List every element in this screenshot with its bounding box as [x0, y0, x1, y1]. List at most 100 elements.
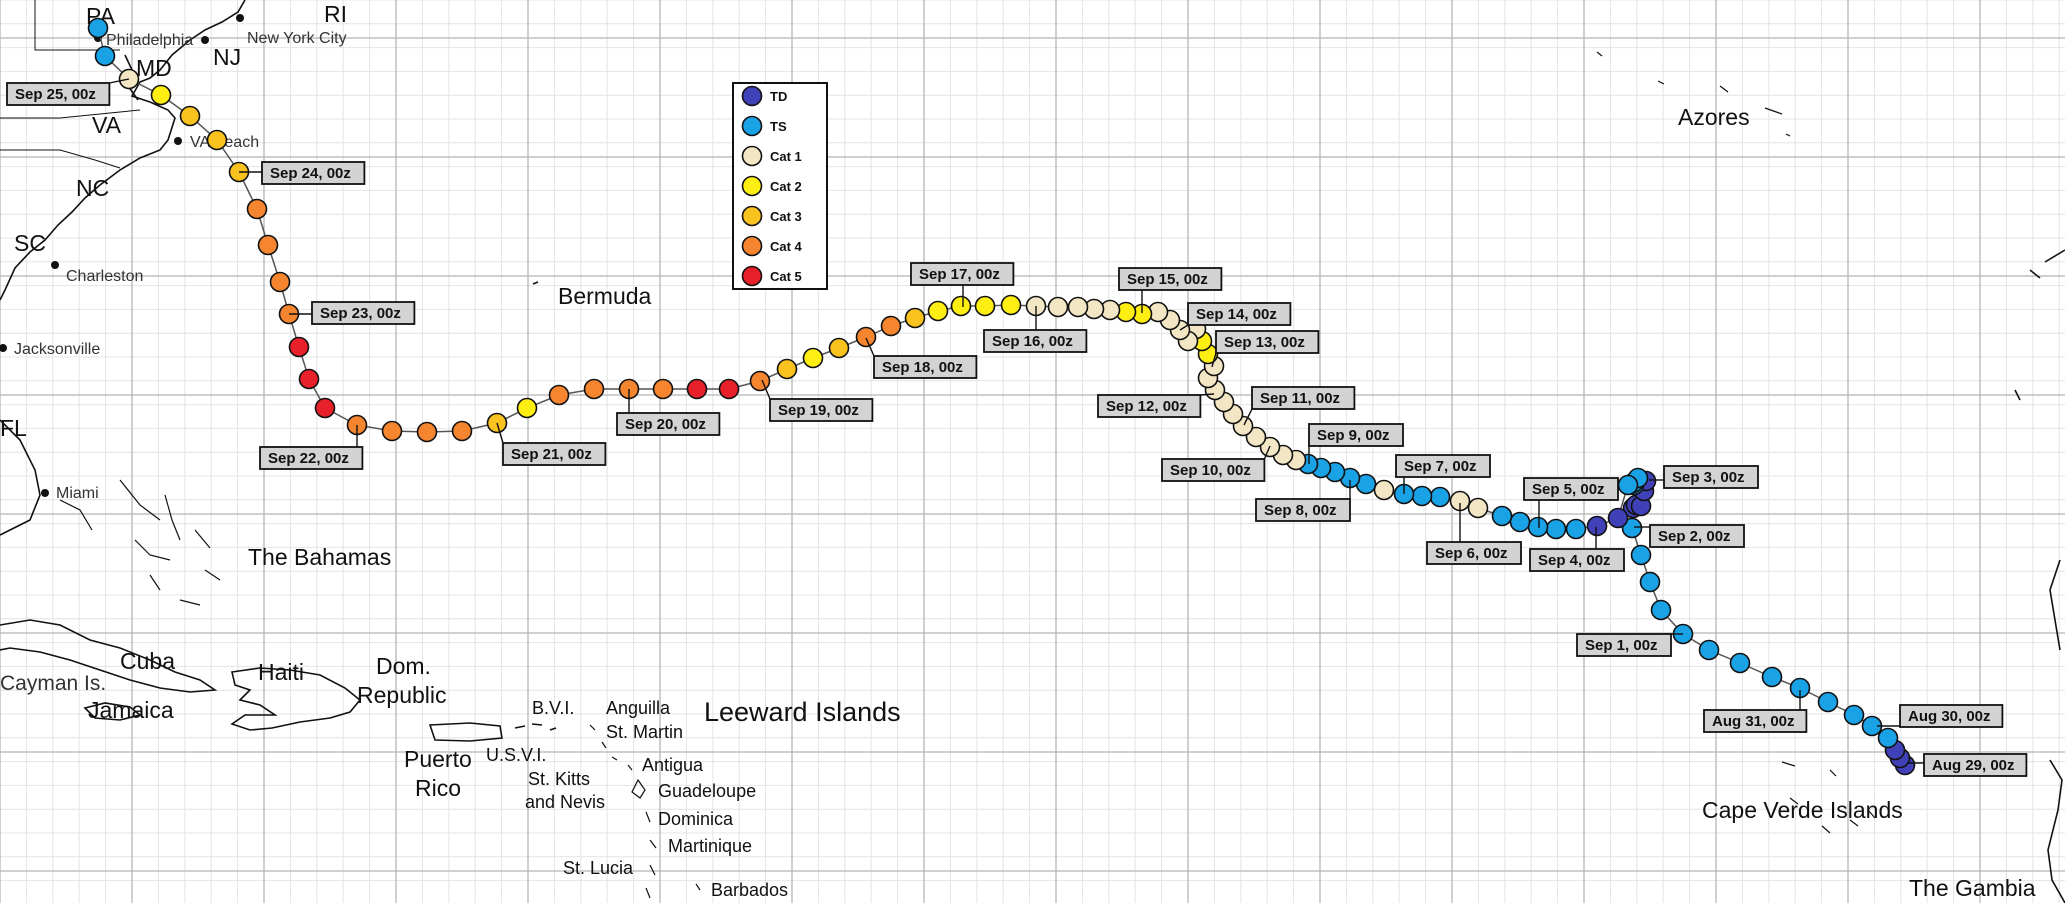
date-label-text: Sep 6, 00z [1435, 545, 1508, 562]
date-label-box [6, 82, 111, 106]
track-point [855, 326, 877, 348]
date-label: Sep 19, 00z [761, 379, 874, 422]
date-label-box [1187, 302, 1292, 326]
date-label: Sep 21, 00z [496, 422, 607, 466]
date-label: Sep 2, 00z [1634, 524, 1745, 548]
us-east-coast [0, 0, 246, 301]
hispaniola-outline [230, 667, 362, 731]
track-point [1586, 515, 1608, 537]
track-point [828, 337, 850, 359]
virgin-islands [514, 723, 557, 731]
label-bvi: B.V.I. [532, 698, 574, 718]
date-label-text: Sep 16, 00z [992, 333, 1073, 350]
label-dominica: Dominica [658, 809, 734, 829]
date-label-text: Sep 25, 00z [15, 86, 96, 103]
label-pr1: Puerto [404, 746, 472, 772]
nj-dot [201, 36, 209, 44]
date-label-text: Sep 24, 00z [270, 165, 351, 182]
date-label-text: Sep 2, 00z [1658, 528, 1731, 545]
legend-label: TS [770, 119, 787, 134]
date-label-box [1215, 330, 1320, 354]
date-label-text: Aug 31, 00z [1712, 713, 1795, 730]
date-label: Sep 18, 00z [865, 337, 978, 379]
date-label-leader [1243, 408, 1253, 426]
date-label: Sep 20, 00z [616, 389, 721, 436]
charleston-dot [51, 261, 59, 269]
legend-swatch [741, 265, 763, 287]
track-point [1729, 652, 1751, 674]
track-point [1527, 516, 1549, 538]
date-label-text: Aug 30, 00z [1908, 708, 1991, 725]
track-point [1509, 511, 1531, 533]
track-point [1411, 485, 1433, 507]
label-usvi: U.S.V.I. [486, 745, 546, 765]
date-label-box [1161, 458, 1266, 482]
date-label: Sep 6, 00z [1426, 503, 1522, 565]
date-label: Sep 22, 00z [259, 425, 364, 470]
date-label-box [769, 398, 874, 422]
track-point [548, 384, 570, 406]
track-point [950, 295, 972, 317]
track-point [776, 358, 798, 380]
track-point [1698, 639, 1720, 661]
date-label-text: Sep 10, 00z [1170, 462, 1251, 479]
date-label-box [1703, 709, 1808, 733]
track-point [150, 84, 172, 106]
track-point [257, 234, 279, 256]
date-label-text: Sep 23, 00z [320, 305, 401, 322]
date-label: Sep 25, 00z [6, 78, 130, 106]
date-label-text: Sep 13, 00z [1224, 334, 1305, 351]
legend-label: Cat 1 [770, 149, 802, 164]
label-the-gambia: The Gambia [1909, 875, 2036, 901]
legend-swatch [741, 205, 763, 227]
track-points [87, 17, 1916, 776]
track-point [1607, 507, 1629, 529]
date-label: Sep 15, 00z [1118, 267, 1223, 313]
label-martinique: Martinique [668, 836, 752, 856]
track-point [1630, 544, 1652, 566]
cape-verde-islands [1781, 761, 1876, 834]
legend-swatch [741, 115, 763, 137]
date-label: Sep 10, 00z [1161, 445, 1271, 482]
track-point [179, 105, 201, 127]
date-label-text: Sep 7, 00z [1404, 458, 1477, 475]
track-point [880, 315, 902, 337]
legend-label: Cat 4 [770, 239, 803, 254]
date-label-box [1663, 465, 1759, 489]
label-barbados: Barbados [711, 880, 788, 900]
date-label-leader [865, 337, 875, 357]
date-label-box [1529, 548, 1625, 572]
label-bermuda: Bermuda [558, 283, 652, 309]
date-label: Sep 11, 00z [1243, 386, 1356, 426]
track-point [904, 307, 926, 329]
date-label-text: Sep 5, 00z [1532, 481, 1605, 498]
label-st-lucia: St. Lucia [563, 858, 634, 878]
date-label-text: Sep 1, 00z [1585, 637, 1658, 654]
label-antigua: Antigua [642, 755, 704, 775]
date-label-text: Sep 14, 00z [1196, 306, 1277, 323]
date-label: Sep 8, 00z [1255, 480, 1351, 522]
track-point [1429, 486, 1451, 508]
date-label-text: Sep 17, 00z [919, 266, 1000, 283]
track-point [1877, 727, 1899, 749]
date-label-leader [496, 422, 504, 444]
florida-coast [0, 419, 41, 536]
label-fl: FL [0, 415, 27, 441]
legend-swatch [741, 175, 763, 197]
track-point [974, 295, 996, 317]
date-label-text: Sep 8, 00z [1264, 502, 1337, 519]
track-point [1067, 296, 1089, 318]
label-sc: SC [14, 230, 46, 256]
label-guadeloupe: Guadeloupe [658, 781, 756, 801]
track-point [298, 368, 320, 390]
track-point [87, 17, 109, 39]
legend-label: Cat 5 [770, 269, 802, 284]
label-haiti: Haiti [258, 659, 304, 685]
date-label-leader [1263, 445, 1271, 460]
state-box-pa [34, 0, 120, 51]
track-point [1817, 691, 1839, 713]
jamaica-outline [83, 702, 142, 721]
